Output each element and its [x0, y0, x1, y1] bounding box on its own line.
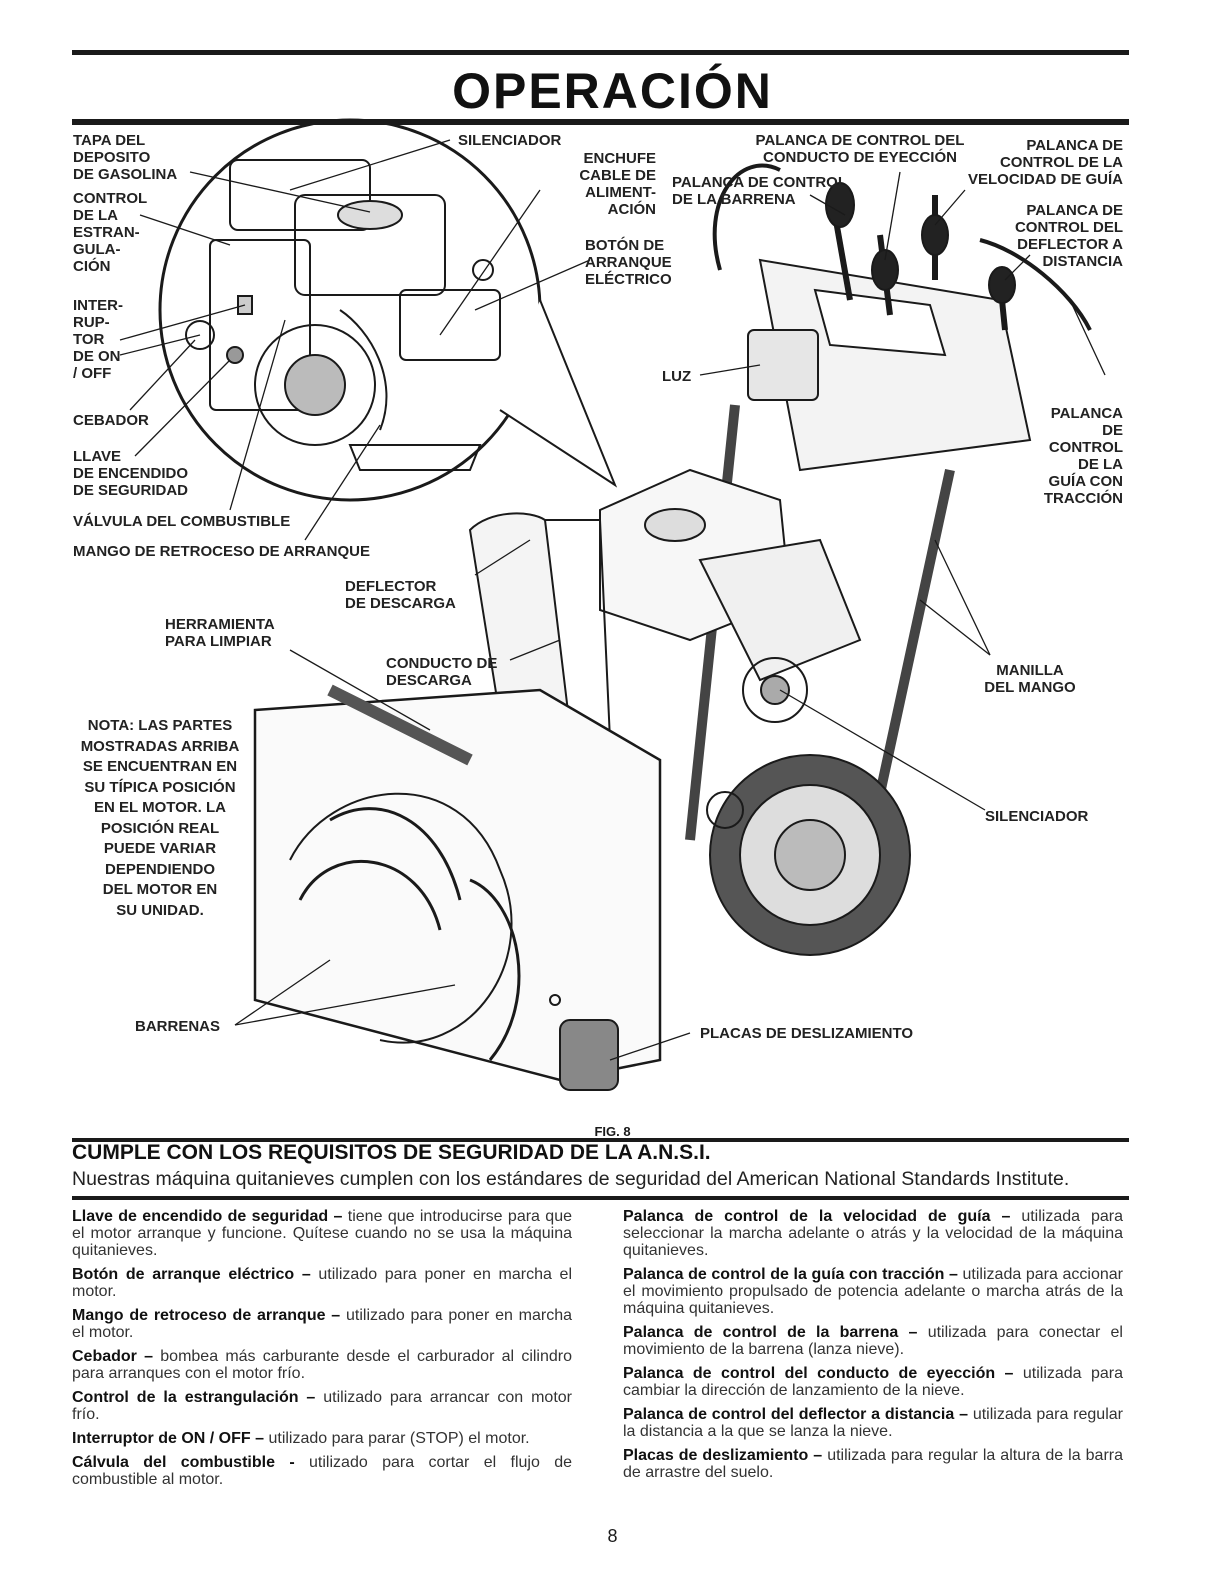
- label-palanca-conducto: PALANCA DE CONTROL DEL CONDUCTO DE EYECC…: [755, 132, 965, 166]
- definition-item: Botón de arranque eléctrico – utilizado …: [72, 1266, 572, 1300]
- definition-item: Cebador – bombea más carburante desde el…: [72, 1348, 573, 1382]
- label-palanca-velocidad: PALANCA DE CONTROL DE LA VELOCIDAD DE GU…: [967, 137, 1123, 188]
- label-palanca-barrena: PALANCA DE CONTROL DE LA BARRENA: [672, 174, 847, 208]
- label-control-estrangulacion: CONTROL DE LA ESTRAN- GULA- CIÓN: [73, 190, 148, 275]
- label-cebador: CEBADOR: [73, 412, 149, 429]
- note-text: NOTA: LAS PARTES MOSTRADAS ARRIBA SE ENC…: [80, 717, 240, 919]
- top-rule: [72, 50, 1129, 55]
- definition-item: Palanca de control del conducto de eyecc…: [623, 1365, 1123, 1399]
- definition-item: Cálvula del combustible - utilizado para…: [72, 1454, 573, 1488]
- luz-lamp: [747, 329, 819, 401]
- label-herramienta-limpiar: HERRAMIENTA PARA LIMPIAR: [165, 616, 275, 650]
- section-intro: Nuestras máquina quitanieves cumplen con…: [72, 1168, 1070, 1190]
- label-silenciador-top: SILENCIADOR: [458, 132, 562, 149]
- definition-item: Placas de deslizamiento – utilizada para…: [623, 1447, 1123, 1481]
- label-placas-deslizamiento: PLACAS DE DESLIZAMIENTO: [700, 1025, 914, 1042]
- label-deflector-descarga: DEFLECTOR DE DESCARGA: [345, 578, 456, 612]
- definition-item: Llave de encendido de seguridad – tiene …: [72, 1208, 572, 1259]
- definition-item: Palanca de control de la barrena – utili…: [623, 1324, 1123, 1358]
- label-luz: LUZ: [662, 368, 692, 385]
- label-mango-retroceso: MANGO DE RETROCESO DE ARRANQUE: [73, 543, 370, 560]
- section-heading: CUMPLE CON LOS REQUISITOS DE SEGURIDAD D…: [72, 1141, 711, 1164]
- definition-item: Palanca de control de la velocidad de gu…: [623, 1208, 1123, 1259]
- label-conducto-descarga: CONDUCTO DE DESCARGA: [386, 655, 498, 689]
- label-palanca-deflector: PALANCA DE CONTROL DEL DEFLECTOR A DISTA…: [1014, 202, 1123, 270]
- definition-item: Palanca de control del deflector a dista…: [623, 1406, 1123, 1440]
- label-llave-encendido: LLAVE DE ENCENDIDO DE SEGURIDAD: [73, 448, 189, 499]
- label-boton-arranque: BOTÓN DE ARRANQUE ELÉCTRICO: [585, 237, 672, 288]
- label-interruptor: INTER- RUP- TOR DE ON / OFF: [73, 297, 123, 382]
- definitions-right-column: Palanca de control de la velocidad de gu…: [623, 1208, 1123, 1488]
- section-rule-top: [72, 1138, 1129, 1142]
- label-valvula-combustible: VÁLVULA DEL COMBUSTIBLE: [73, 513, 291, 530]
- definition-item: Control de la estrangulación – utilizado…: [72, 1389, 572, 1423]
- section-rule-bottom: [72, 1196, 1129, 1200]
- page-title: OPERACIÓN: [452, 63, 773, 119]
- engine-detail-inset: [158, 118, 542, 502]
- title-rule: [72, 119, 1129, 125]
- label-silenciador-bottom: SILENCIADOR: [985, 808, 1089, 825]
- definition-item: Interruptor de ON / OFF – utilizado para…: [72, 1430, 530, 1447]
- label-manilla-mango: MANILLA DEL MANGO: [984, 662, 1076, 696]
- label-palanca-traccion: PALANCA DE CONTROL DE LA GUÍA CON TRACCI…: [1043, 405, 1123, 507]
- figure-caption: FIG. 8: [594, 1124, 631, 1139]
- label-tapa-deposito: TAPA DEL DEPOSITO DE GASOLINA: [73, 132, 178, 183]
- label-enchufe-cable: ENCHUFE CABLE DE ALIMENT- ACIÓN: [579, 150, 656, 218]
- definition-item: Palanca de control de la guía con tracci…: [623, 1266, 1123, 1317]
- definitions-left-column: Llave de encendido de seguridad – tiene …: [72, 1208, 572, 1495]
- snowblower-illustration: [119, 118, 1106, 1091]
- definition-item: Mango de retroceso de arranque – utiliza…: [72, 1307, 573, 1341]
- page-number: 8: [607, 1526, 618, 1546]
- label-barrenas: BARRENAS: [135, 1018, 221, 1035]
